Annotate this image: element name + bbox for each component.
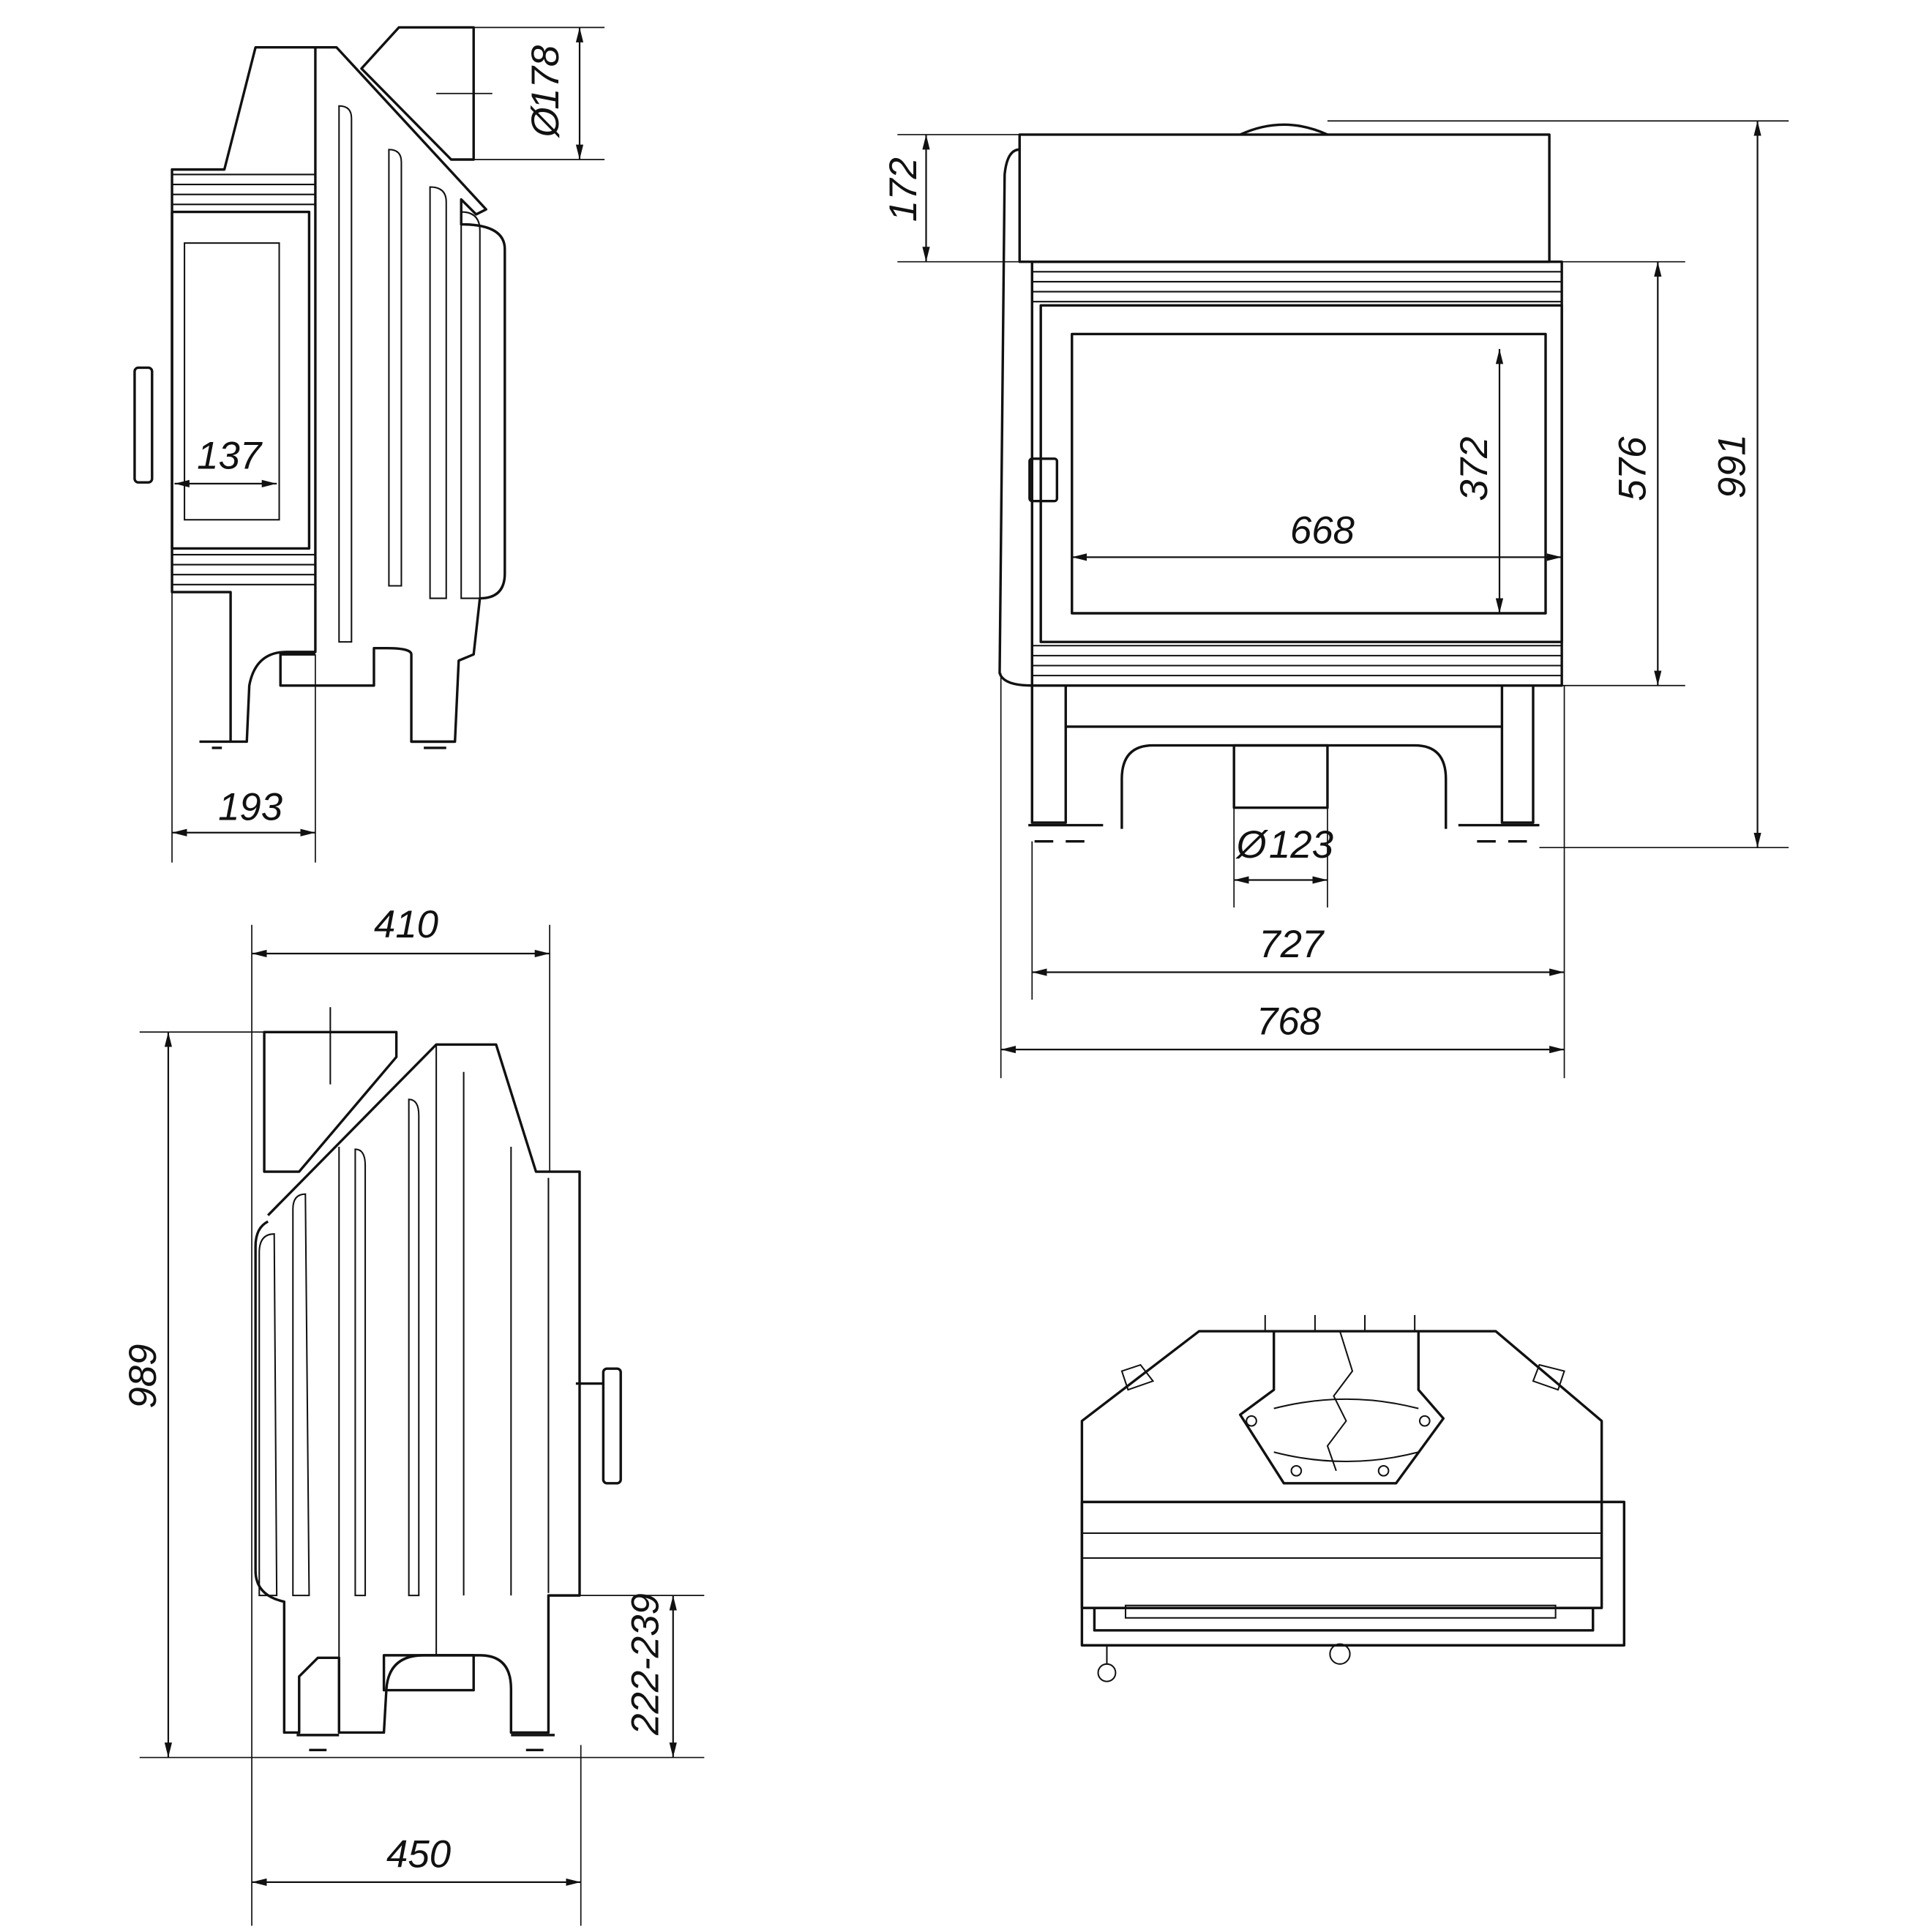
dim-total-depth: 450 xyxy=(386,1832,451,1876)
dim-total-height: 991 xyxy=(1711,434,1754,498)
door-handle xyxy=(1028,457,1059,503)
dim-total-width: 768 xyxy=(1257,1000,1322,1044)
door-handle xyxy=(133,366,154,484)
dim-body-height: 576 xyxy=(1611,436,1654,501)
dim-body-width: 727 xyxy=(1259,923,1325,966)
side-view-left: Ø 178 137 193 xyxy=(133,26,605,863)
dim-glass-depth: 137 xyxy=(197,434,263,477)
front-view: 172 372 668 576 991 Ø 123 727 768 xyxy=(882,120,1789,1079)
dim-door-bottom-height: 222-239 xyxy=(624,1593,667,1736)
dim-glass-width: 668 xyxy=(1290,509,1355,553)
dim-glass-height: 372 xyxy=(1453,437,1496,501)
side-view-right: 410 989 222-239 450 xyxy=(121,903,705,1926)
top-view xyxy=(1080,1314,1626,1682)
dim-hood-height: 172 xyxy=(882,157,925,222)
door-handle xyxy=(602,1367,622,1485)
dim-leg-depth: 193 xyxy=(218,786,282,829)
dim-flue-diameter-symbol: Ø xyxy=(524,105,567,138)
dim-flue-diameter: 178 xyxy=(524,45,567,110)
dim-air-inlet-diameter: 123 xyxy=(1269,823,1333,866)
dim-air-inlet-symbol: Ø xyxy=(1235,823,1269,866)
dim-top-depth: 410 xyxy=(374,903,438,946)
dim-total-height: 989 xyxy=(121,1344,165,1409)
